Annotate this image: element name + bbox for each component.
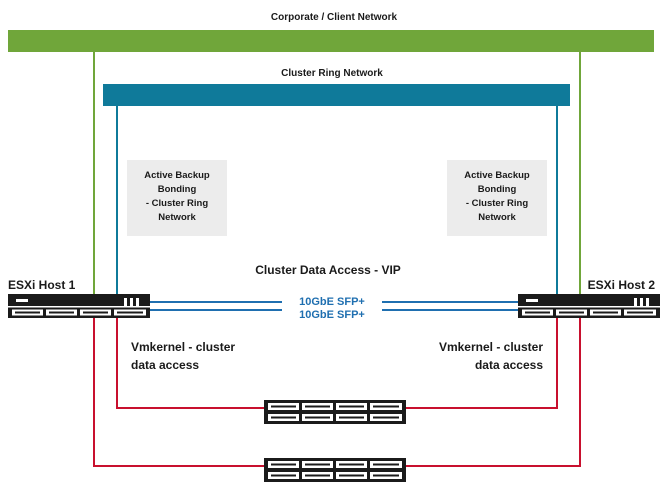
corporate-network-label: Corporate / Client Network [271,12,398,23]
bonding-right-line2: Bonding [478,184,517,195]
vmkernel-left-line2: data access [131,358,199,372]
bonding-box-right: Active Backup Bonding - Cluster Ring Net… [447,160,547,236]
vmkernel-path-host1-storage2 [93,318,264,467]
vip-label: Cluster Data Access - VIP [255,263,401,277]
bonding-right-line1: Active Backup [464,170,530,181]
vmkernel-path-host2-storage1 [406,318,558,409]
bonding-right-line3: - Cluster Ring [466,198,528,209]
vmkernel-path-host2-storage2 [406,318,581,467]
bonding-right-line4: Network [478,212,516,223]
vmkernel-right-line1: Vmkernel - cluster [439,340,543,354]
vmkernel-right-line2: data access [475,358,543,372]
ring-network-bar [103,84,570,106]
ring-network-label: Cluster Ring Network [281,68,383,79]
corporate-network-bar [8,30,654,52]
bonding-left-line3: - Cluster Ring [146,198,208,209]
bonding-box-left: Active Backup Bonding - Cluster Ring Net… [127,160,227,236]
bonding-left-line1: Active Backup [144,170,210,181]
host1-switch-icon [8,294,150,318]
host2-switch-icon [518,294,660,318]
storage-switch-2-icon [264,458,406,482]
host2-label: ESXi Host 2 [588,278,656,292]
storage-switch-1-icon [264,400,406,424]
vmkernel-path-host1-storage1 [116,318,264,409]
host1-label: ESXi Host 1 [8,278,76,292]
sfp-link-1-label: 10GbE SFP+ [299,296,365,308]
bonding-left-line4: Network [158,212,196,223]
bonding-left-line2: Bonding [158,184,197,195]
vmkernel-left-line1: Vmkernel - cluster [131,340,235,354]
sfp-link-2-label: 10GbE SFP+ [299,309,365,321]
